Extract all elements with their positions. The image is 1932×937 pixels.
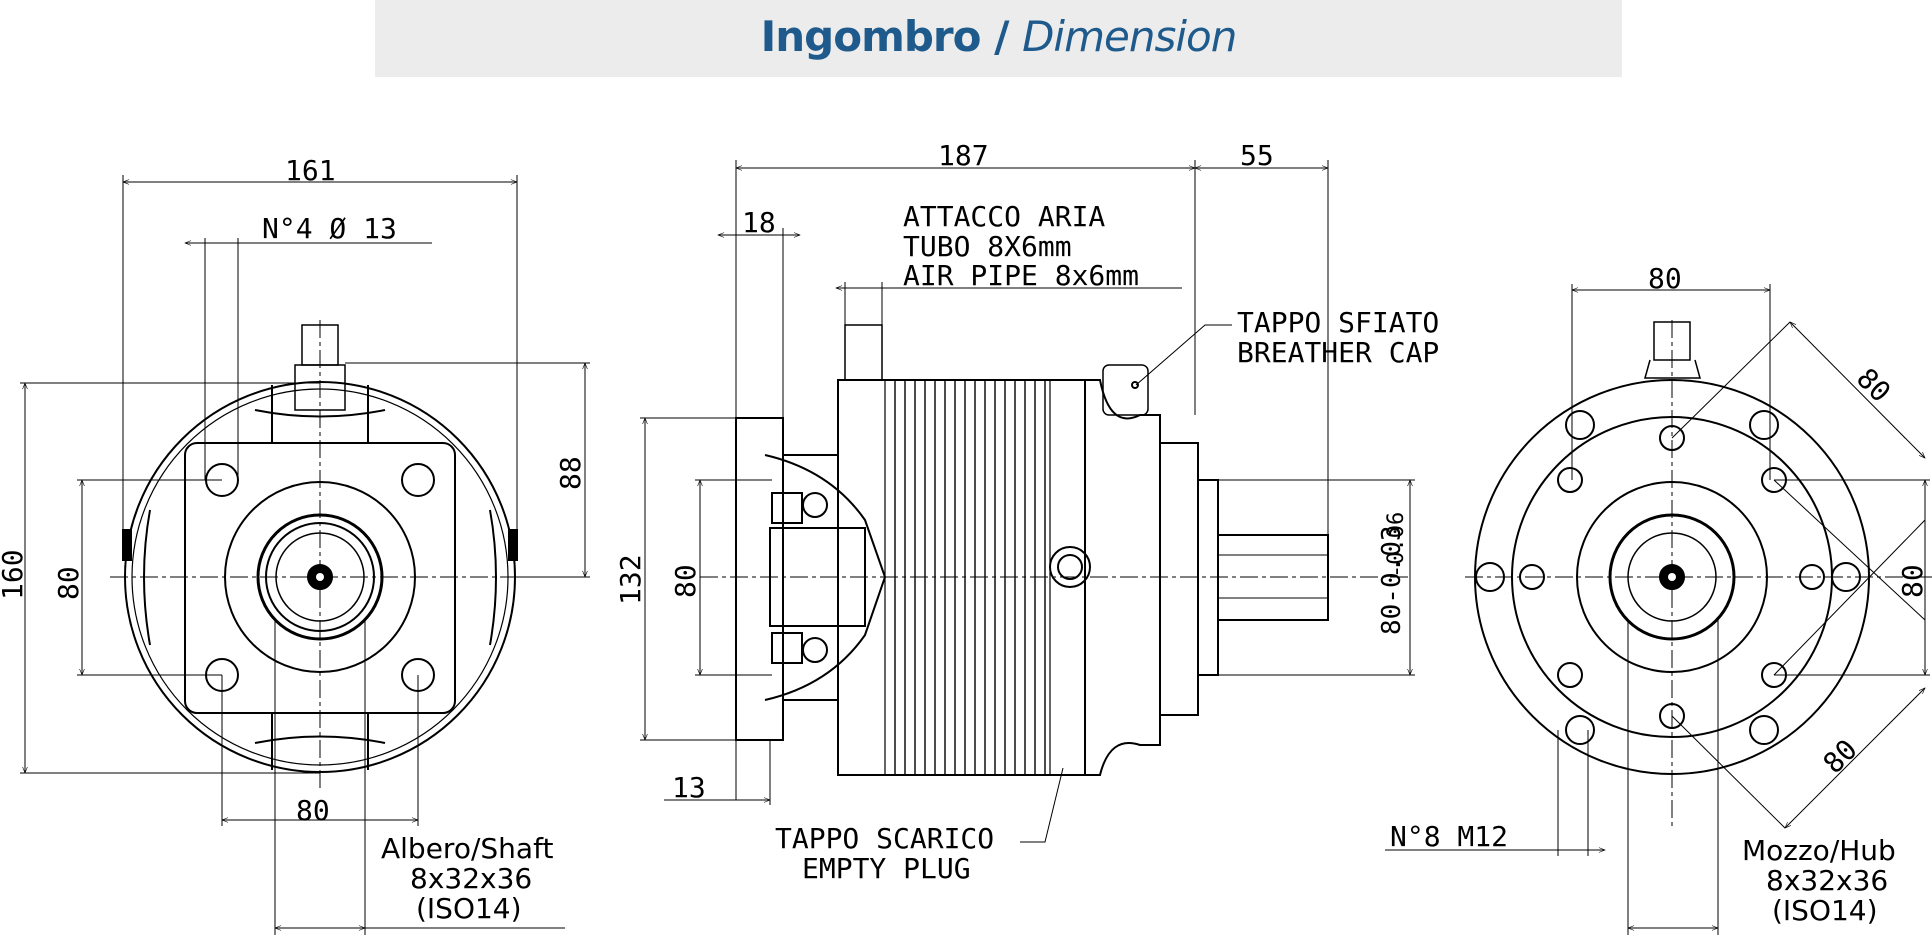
- dim-bore: 80: [669, 564, 702, 598]
- rear-view: [1385, 284, 1932, 935]
- breather-label-2: BREATHER CAP: [1237, 336, 1439, 369]
- shaft-label-2: 8x32x36: [410, 862, 532, 895]
- shaft-label-1: Albero/Shaft: [381, 832, 553, 865]
- dim-diag-top: 80: [1850, 362, 1897, 409]
- dim-height-total: 160: [0, 549, 29, 600]
- hub-label-3: (ISO14): [1772, 894, 1878, 927]
- page-title: Ingombro / Dimension: [375, 12, 1622, 61]
- hub-label-2: 8x32x36: [1766, 864, 1888, 897]
- shaft-label-3: (ISO14): [416, 892, 522, 925]
- dim-top-width: 80: [1648, 262, 1682, 295]
- header-banner: Ingombro / Dimension: [375, 0, 1622, 77]
- front-view: [20, 175, 590, 935]
- dim-bottom-width: 80: [296, 794, 330, 827]
- side-view: [640, 160, 1415, 843]
- drain-label-2: EMPTY PLUG: [802, 852, 971, 885]
- dim-diag-bottom: 80: [1817, 733, 1864, 780]
- dim-holes: N°4 Ø 13: [262, 212, 397, 245]
- air-label-2: TUBO 8X6mm: [903, 230, 1072, 263]
- dim-base-thk: 13: [672, 771, 706, 804]
- title-main: Ingombro: [760, 12, 982, 61]
- title-separator: /: [980, 12, 1023, 61]
- title-translation: Dimension: [1022, 12, 1237, 61]
- dim-tolerance-lower: -0.06: [1384, 512, 1409, 578]
- dim-top-offset: 88: [554, 456, 587, 490]
- dim-right-height: 80: [1896, 564, 1929, 598]
- dim-flange-height: 80: [52, 566, 85, 600]
- dim-threads: N°8 M12: [1390, 820, 1508, 853]
- air-label-3: AIR PIPE 8x6mm: [903, 259, 1139, 292]
- dim-height: 132: [614, 554, 647, 605]
- dim-tolerance-upper: 80-0.03: [1377, 525, 1407, 635]
- dim-length: 187: [938, 139, 989, 172]
- air-label-1: ATTACCO ARIA: [903, 200, 1105, 233]
- rear-view-labels: 80 80 80 80 N°8 M12 Mozzo/Hub 8x32x36 (I…: [1390, 262, 1929, 927]
- dim-shaft-length: 55: [1240, 139, 1274, 172]
- front-view-labels: 161 N°4 Ø 13 160 80 88 80 Albero/Shaft 8…: [0, 154, 587, 925]
- hub-label-1: Mozzo/Hub: [1742, 834, 1896, 867]
- dim-overall-width: 161: [285, 154, 336, 187]
- side-view-labels: 187 55 18 ATTACCO ARIA TUBO 8X6mm AIR PI…: [614, 139, 1439, 885]
- drain-label-1: TAPPO SCARICO: [775, 822, 994, 855]
- breather-label-1: TAPPO SFIATO: [1237, 306, 1439, 339]
- dim-flange-thk: 18: [742, 206, 776, 239]
